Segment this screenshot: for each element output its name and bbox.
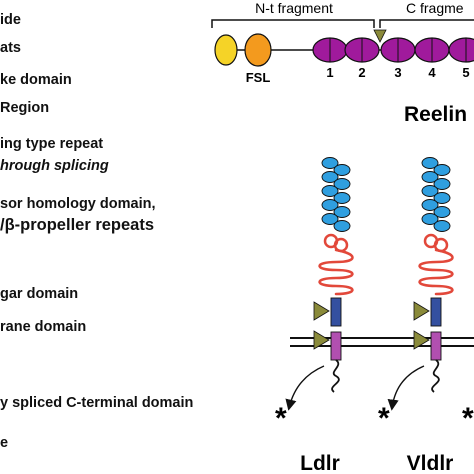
reelin-repeat-number-3: 3 xyxy=(394,65,401,80)
reelin-name: Reelin xyxy=(404,103,467,126)
egf-repeat-6 xyxy=(433,192,451,204)
legend-item-region: Region xyxy=(0,100,50,116)
propeller-coil xyxy=(318,248,354,296)
nt-fragment-bracket xyxy=(211,19,375,28)
egf-repeat-6 xyxy=(333,192,351,204)
legend-item-repeats: ats xyxy=(0,40,21,56)
legend-item-propeller-repeats: /β-propeller repeats xyxy=(0,216,155,234)
legend-item-signal-peptide: ide xyxy=(0,12,21,28)
fsl-domain xyxy=(244,33,272,67)
receptor-name-ldlr: Ldlr xyxy=(300,452,340,474)
egf-repeat-5 xyxy=(421,185,439,197)
ct-fragment-bracket xyxy=(379,19,474,28)
reelin-repeat-number-1: 1 xyxy=(326,65,333,80)
transmembrane-domain xyxy=(330,331,342,361)
reelin-protein: FSL Reelin 1 2 3 4 5 xyxy=(214,29,474,126)
splice-arrow xyxy=(285,365,325,411)
splice-asterisk: * xyxy=(378,402,390,435)
egf-repeat-4 xyxy=(333,178,351,190)
egf-repeat-10 xyxy=(433,220,451,232)
egf-repeat-1 xyxy=(321,157,339,169)
legend-item-spliced-c-terminal: y spliced C-terminal domain xyxy=(0,395,194,411)
cleavage-arrow-upper xyxy=(313,301,330,321)
receptor-vldlr: * Vldlr xyxy=(378,157,454,474)
receptor-ldlr: * Ldlr xyxy=(275,157,354,474)
reelin-fragment-brackets: N-t fragment C fragme xyxy=(211,0,474,28)
egf-repeat-7 xyxy=(421,199,439,211)
legend-item-through-splicing: hrough splicing xyxy=(0,158,109,174)
signal-peptide-domain xyxy=(214,34,238,66)
trailing-asterisk: * xyxy=(462,402,474,435)
fsl-label: FSL xyxy=(246,70,271,85)
reelin-repeat-number-4: 4 xyxy=(428,65,436,80)
legend-item-like-domain: ke domain xyxy=(0,72,72,88)
egf-repeat-5 xyxy=(321,185,339,197)
c-terminal-tail xyxy=(431,359,440,393)
transmembrane-domain xyxy=(430,331,442,361)
legend-item-e: e xyxy=(0,435,9,451)
egf-repeat-2 xyxy=(333,164,351,176)
o-sugar-domain xyxy=(330,297,342,327)
egf-repeat-3 xyxy=(421,171,439,183)
propeller-coil xyxy=(418,248,454,296)
cleavage-arrow xyxy=(373,29,387,43)
legend-item-binding-type-repeat: ing type repeat xyxy=(0,136,104,152)
egf-repeat-8 xyxy=(333,206,351,218)
egf-repeat-9 xyxy=(421,213,439,225)
cleavage-arrow-upper xyxy=(413,301,430,321)
egf-repeat-8 xyxy=(433,206,451,218)
cleavage-arrow-lower xyxy=(413,330,430,350)
legend-panel: ide ats ke domain Region ing type repeat… xyxy=(0,12,194,451)
egf-repeat-9 xyxy=(321,213,339,225)
cleavage-arrow-lower xyxy=(313,330,330,350)
receptor-group: * Ldlr * Vldlr * xyxy=(275,157,474,474)
egf-repeat-1 xyxy=(421,157,439,169)
legend-item-sugar-domain: gar domain xyxy=(0,286,79,302)
egf-repeat-4 xyxy=(433,178,451,190)
c-terminal-tail xyxy=(331,359,340,393)
nt-fragment-label: N-t fragment xyxy=(255,0,333,16)
splice-arrow xyxy=(387,365,425,411)
receptor-name-vldlr: Vldlr xyxy=(407,452,454,474)
legend-item-transmembrane-domain: rane domain xyxy=(0,319,87,335)
egf-repeat-10 xyxy=(333,220,351,232)
reelin-repeat-number-2: 2 xyxy=(358,65,365,80)
egf-repeat-2 xyxy=(433,164,451,176)
egf-repeat-7 xyxy=(321,199,339,211)
splice-asterisk: * xyxy=(275,402,287,435)
ct-fragment-label: C fragme xyxy=(406,0,464,16)
reelin-repeat-number-5: 5 xyxy=(462,65,469,80)
egf-repeat-3 xyxy=(321,171,339,183)
legend-item-homology-domain: sor homology domain, xyxy=(0,196,156,212)
o-sugar-domain xyxy=(430,297,442,327)
reelin-repeat-5 xyxy=(448,37,474,63)
